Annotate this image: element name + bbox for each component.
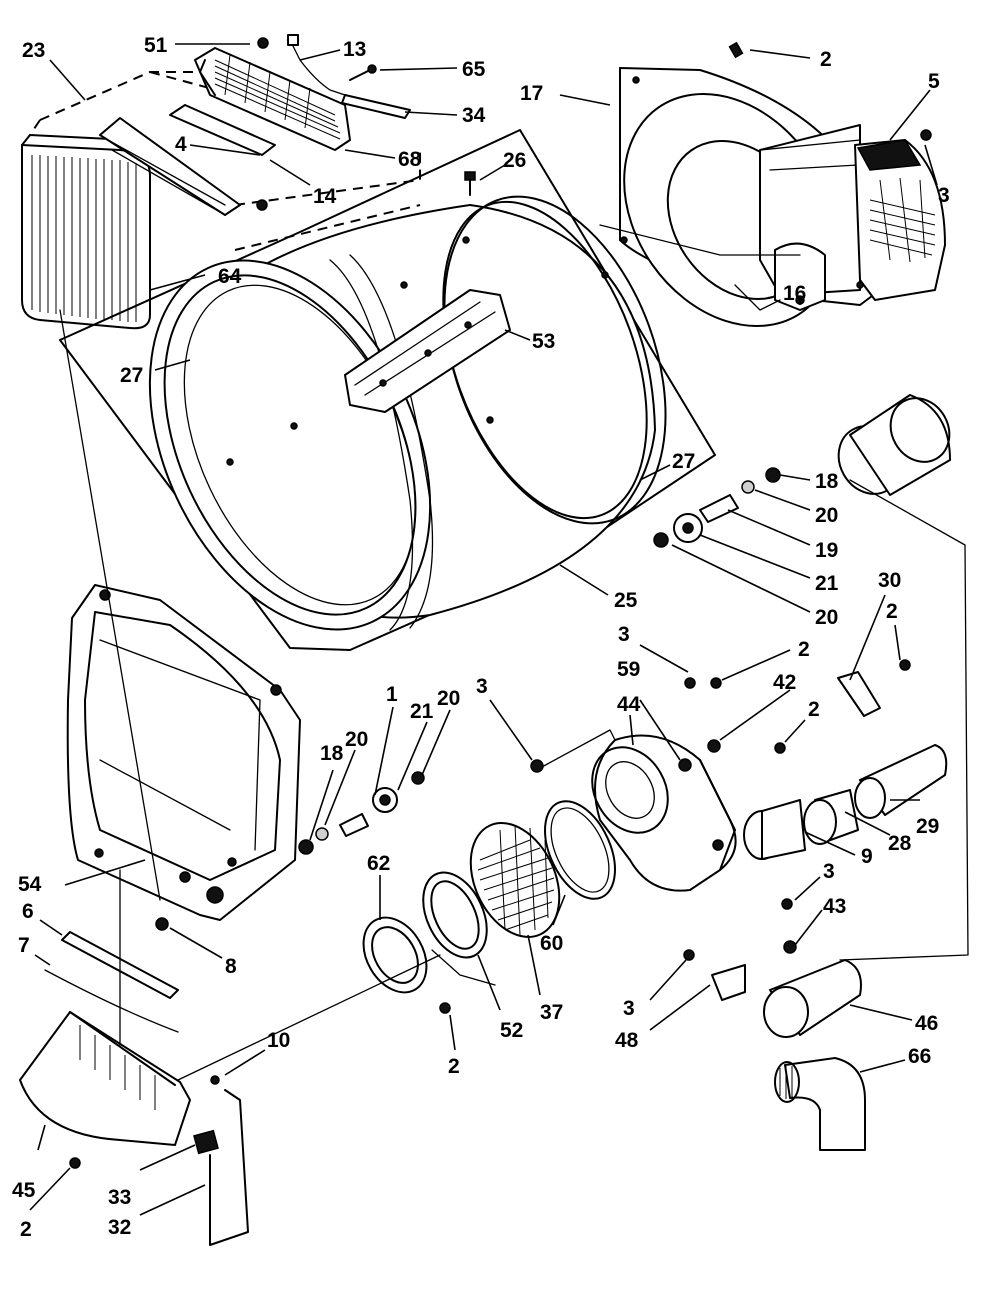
callout-20-rear-b: 20	[815, 606, 838, 629]
callout-3-59: 3	[618, 623, 630, 646]
callout-33: 33	[108, 1186, 131, 1209]
front-bearing-parts	[298, 771, 425, 855]
rear-bearing-parts	[653, 467, 781, 548]
callout-2-right: 2	[808, 698, 820, 721]
callout-3-48: 3	[623, 997, 635, 1020]
callout-7: 7	[18, 934, 30, 957]
callout-2-top: 2	[820, 48, 832, 71]
callout-23: 23	[22, 39, 45, 62]
callout-45: 45	[12, 1179, 36, 1202]
callout-9: 9	[861, 845, 873, 868]
callout-30: 30	[878, 569, 901, 592]
callout-66: 66	[908, 1045, 931, 1068]
callout-42: 42	[773, 671, 796, 694]
callout-34: 34	[462, 104, 486, 127]
callout-28: 28	[888, 832, 912, 855]
callout-20-rear-a: 20	[815, 504, 838, 527]
callout-32: 32	[108, 1216, 131, 1239]
callout-48: 48	[615, 1029, 639, 1052]
callout-43: 43	[823, 895, 846, 918]
callout-5: 5	[928, 70, 940, 93]
callout-numbers: 51 13 65 34 23 4 14 68 64 26 2 17 5 3 16…	[12, 34, 950, 1241]
callout-6: 6	[22, 900, 34, 923]
callout-20-front-b: 20	[345, 728, 368, 751]
callout-46: 46	[915, 1012, 938, 1035]
callout-21-rear: 21	[815, 572, 839, 595]
callout-53: 53	[532, 330, 555, 353]
callout-16: 16	[783, 282, 806, 305]
callout-54: 54	[18, 873, 42, 896]
callout-52: 52	[500, 1019, 523, 1042]
callout-17: 17	[520, 82, 543, 105]
callout-14: 14	[313, 185, 337, 208]
callout-13: 13	[343, 38, 366, 61]
callout-arrows	[29, 43, 938, 1216]
callout-18-rear: 18	[815, 470, 839, 493]
callout-19: 19	[815, 539, 838, 562]
callout-51: 51	[144, 34, 168, 57]
callout-65: 65	[462, 58, 486, 81]
drum-assembly	[59, 129, 716, 651]
callout-62: 62	[367, 852, 390, 875]
callout-20-front-a: 20	[437, 687, 460, 710]
callout-68: 68	[398, 148, 422, 171]
callout-27-right: 27	[672, 450, 695, 473]
callout-44: 44	[617, 693, 641, 716]
callout-2-lower-left: 2	[20, 1218, 32, 1241]
callout-2-bottom: 2	[448, 1055, 460, 1078]
callout-3-blower: 3	[476, 675, 488, 698]
callout-59: 59	[617, 658, 640, 681]
callout-27-left: 27	[120, 364, 143, 387]
callout-64: 64	[218, 265, 242, 288]
callout-25: 25	[614, 589, 638, 612]
callout-8: 8	[225, 955, 237, 978]
callout-21-front: 21	[410, 700, 434, 723]
callout-2-42: 2	[798, 638, 810, 661]
assembly-leader-lines	[59, 224, 969, 1081]
callout-10: 10	[267, 1029, 290, 1052]
callout-2-bracket: 2	[886, 600, 898, 623]
callout-37: 37	[540, 1001, 563, 1024]
callout-3-top: 3	[938, 184, 950, 207]
callout-29: 29	[916, 815, 939, 838]
callout-26: 26	[503, 149, 526, 172]
callout-60: 60	[540, 932, 563, 955]
callout-1: 1	[386, 683, 398, 706]
lint-filter-assembly	[21, 34, 421, 330]
front-bulkhead	[66, 584, 301, 921]
callout-4: 4	[175, 133, 187, 156]
exhaust-duct-parts	[678, 659, 948, 1151]
callout-3-43: 3	[823, 860, 835, 883]
blower-assembly	[362, 729, 737, 994]
callout-18-front: 18	[320, 742, 344, 765]
